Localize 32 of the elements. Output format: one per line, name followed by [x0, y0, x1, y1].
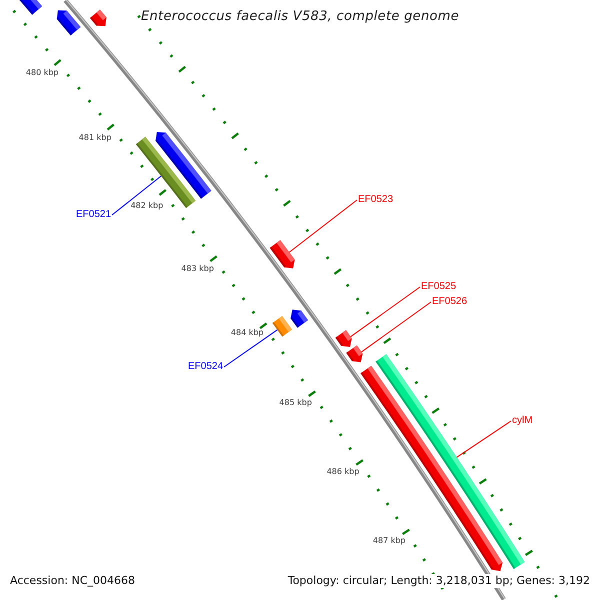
- accession-text: Accession: NC_004668: [10, 574, 136, 588]
- gene-feature: [290, 310, 308, 328]
- map-title: Enterococcus faecalis V583, complete genome: [141, 8, 459, 25]
- gene-feature: [56, 10, 81, 36]
- leader-line: [112, 176, 162, 216]
- leader-line: [350, 286, 420, 338]
- leader-line: [456, 420, 512, 458]
- leader-line: [288, 200, 358, 253]
- gene-feature: [90, 10, 106, 26]
- scale-label: 480 kbp: [26, 68, 58, 78]
- scale-label: 486 kbp: [326, 466, 360, 477]
- gene-label: cylM: [512, 415, 533, 427]
- scale-label: 484 kbp: [230, 328, 264, 338]
- gene-label: EF0521: [76, 209, 112, 221]
- leader-line: [224, 329, 278, 368]
- summary-text: Topology: circular; Length: 3,218,031 bp; Genes: 3,192: [288, 574, 590, 588]
- scale-label: 481 kbp: [78, 132, 112, 143]
- leader-line: [360, 302, 432, 352]
- gene-feature: [20, 0, 42, 15]
- gene-feature: [360, 366, 503, 572]
- scale-label: 487 kbp: [372, 536, 406, 546]
- gene-feature: [335, 330, 352, 347]
- scale-label: 482 kbp: [130, 200, 164, 211]
- gene-feature: [272, 316, 292, 337]
- gene-feature: [270, 240, 295, 268]
- gene-feature: [346, 345, 363, 362]
- gene-label: EF0524: [188, 361, 224, 373]
- gene-label: EF0525: [421, 281, 456, 293]
- gene-label: EF0526: [432, 296, 468, 308]
- scale-label: 483 kbp: [181, 264, 214, 274]
- gene-label: EF0523: [358, 194, 394, 206]
- scale-label: 485 kbp: [279, 398, 312, 408]
